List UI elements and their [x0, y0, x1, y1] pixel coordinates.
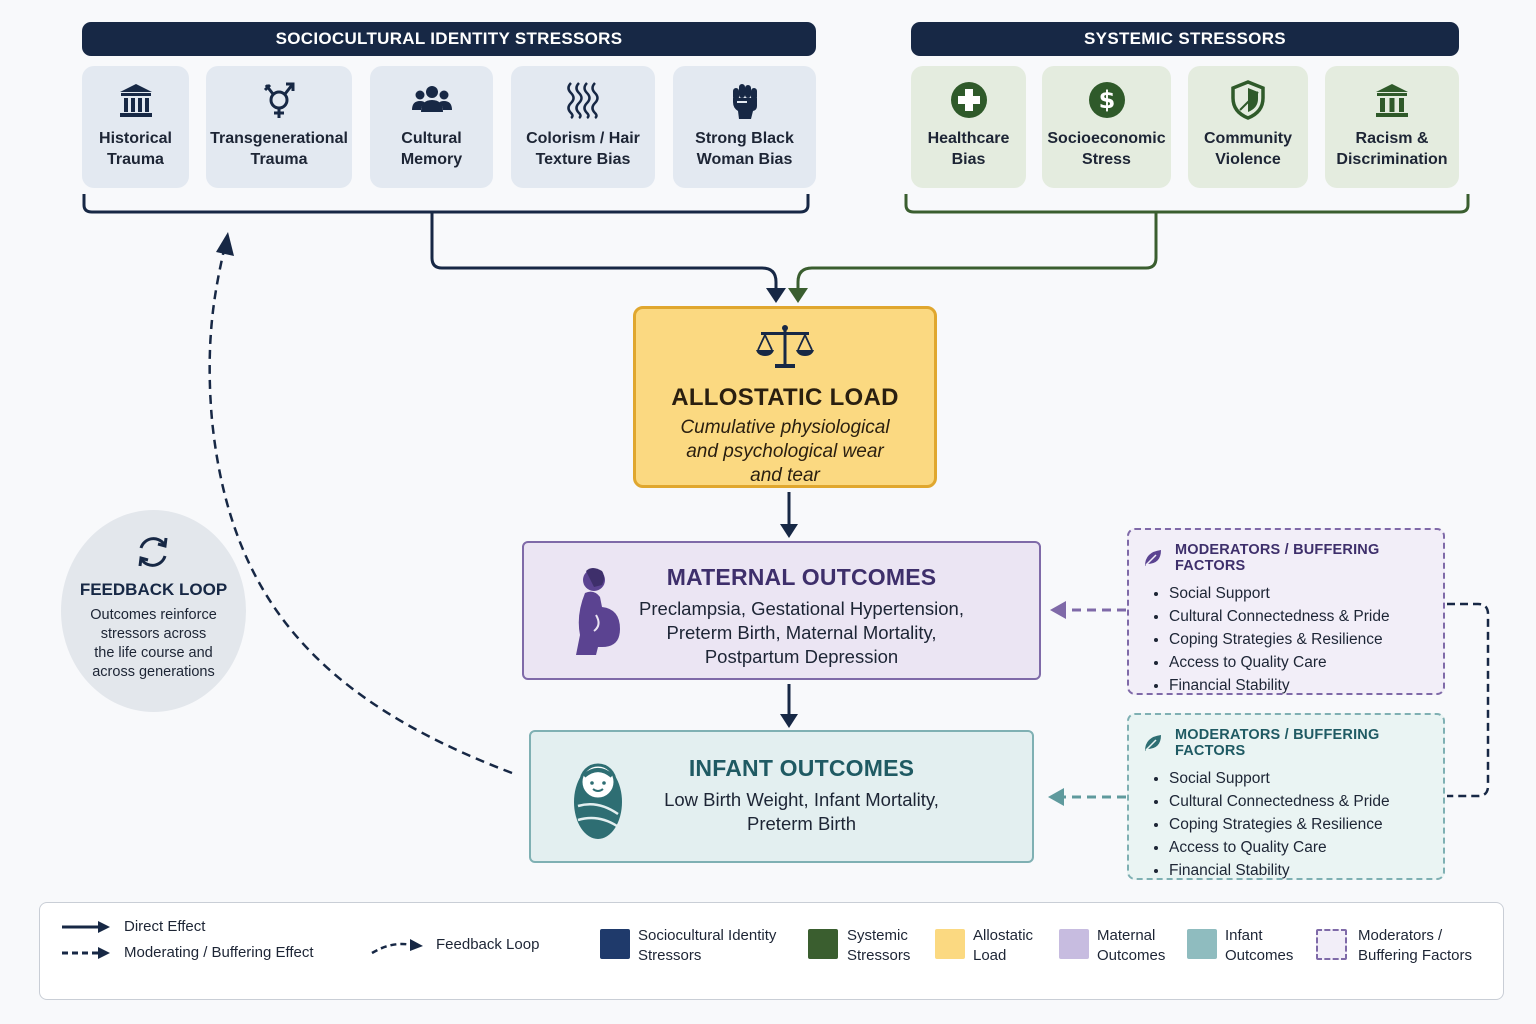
people-group-icon [411, 78, 453, 122]
infant-title: INFANT OUTCOMES [688, 755, 915, 781]
infant-outcomes-box: INFANT OUTCOMES Low Birth Weight, Infant… [529, 730, 1034, 863]
scales-icon [755, 323, 815, 376]
legend-infant-label: Infant Outcomes [1225, 927, 1294, 964]
feedback-loop-curve [208, 249, 513, 775]
card-label: Socioeconomic Stress [1047, 130, 1166, 168]
list-item: Cultural Connectedness & Pride [1169, 790, 1443, 813]
feedback-text: Outcomes reinforce stressors across the … [90, 607, 217, 680]
systemic-header: SYSTEMIC STRESSORS [911, 22, 1459, 56]
feedback-loop-arrow-icon [371, 939, 423, 955]
systemic-bracket [904, 194, 1470, 214]
svg-text:$: $ [1098, 86, 1115, 114]
feedback-title: FEEDBACK LOOP [79, 580, 228, 599]
swatch-allostatic [935, 929, 965, 959]
moderating-effect-arrow-icon [62, 947, 110, 959]
moderators-list: Social Support Cultural Connectedness & … [1143, 767, 1443, 882]
card-label: Strong Black Woman Bias [695, 130, 794, 168]
sociocultural-to-allostatic-line [430, 212, 778, 292]
card-label: Colorism / Hair Texture Bias [526, 130, 640, 168]
swatch-systemic [808, 929, 838, 959]
moderator-infant-arrowhead [1048, 788, 1064, 806]
sociocultural-header: SOCIOCULTURAL IDENTITY STRESSORS [82, 22, 816, 56]
legend-direct-label: Direct Effect [124, 918, 206, 935]
wavy-hair-icon [563, 78, 603, 122]
card-cultural-memory: Cultural Memory [370, 66, 493, 188]
pregnant-woman-icon [572, 565, 626, 662]
legend-allostatic-label: Allostatic Load [973, 927, 1034, 964]
allostatic-subtitle: Cumulative physiological and psychologic… [680, 417, 890, 486]
moderator-maternal-arrowhead [1050, 601, 1066, 619]
list-item: Access to Quality Care [1169, 836, 1443, 859]
dollar-icon: $ [1087, 78, 1127, 122]
direct-effect-arrow-icon [62, 921, 110, 933]
list-item: Coping Strategies & Resilience [1169, 628, 1443, 651]
legend-systemic-label: Systemic Stressors [847, 927, 911, 964]
allostatic-title: ALLOSTATIC LOAD [671, 384, 899, 411]
card-racism-discrimination: Racism & Discrimination [1325, 66, 1459, 188]
moderator-link-bracket [1447, 602, 1490, 798]
card-healthcare-bias: Healthcare Bias [911, 66, 1026, 188]
list-item: Cultural Connectedness & Pride [1169, 605, 1443, 628]
card-community-violence: Community Violence [1188, 66, 1308, 188]
maternal-text: Preclampsia, Gestational Hypertension, P… [639, 598, 964, 667]
card-colorism-hair-bias: Colorism / Hair Texture Bias [511, 66, 655, 188]
maternal-to-infant-arrowhead [780, 714, 798, 728]
legend-moderating-label: Moderating / Buffering Effect [124, 944, 314, 961]
moderators-title: MODERATORS / BUFFERING FACTORS [1175, 542, 1380, 574]
list-item: Financial Stability [1169, 674, 1443, 697]
courthouse-icon [1372, 78, 1412, 122]
raised-fist-icon [727, 78, 763, 122]
allostatic-load-box: ALLOSTATIC LOAD Cumulative physiological… [633, 306, 937, 488]
legend-sociocultural-label: Sociocultural Identity Stressors [638, 927, 777, 964]
swatch-moderators [1316, 929, 1347, 960]
refresh-cycle-icon [133, 532, 173, 577]
card-label: Cultural Memory [400, 130, 463, 168]
legend-moderators-label: Moderators / Buffering Factors [1358, 927, 1472, 964]
shield-icon [1230, 78, 1266, 122]
systemic-to-allostatic-line [796, 212, 1158, 292]
card-strong-black-woman-bias: Strong Black Woman Bias [673, 66, 816, 188]
moderators-maternal-box: MODERATORS / BUFFERING FACTORS Social Su… [1127, 528, 1445, 695]
list-item: Financial Stability [1169, 859, 1443, 882]
legend: Direct Effect Moderating / Buffering Eff… [39, 902, 1504, 1000]
sociocultural-arrowhead [766, 288, 786, 303]
card-historical-trauma: Historical Trauma [82, 66, 189, 188]
maternal-outcomes-box: MATERNAL OUTCOMES Preclampsia, Gestation… [522, 541, 1041, 680]
card-label: Community Violence [1204, 130, 1292, 168]
list-item: Coping Strategies & Resilience [1169, 813, 1443, 836]
swatch-sociocultural [600, 929, 630, 959]
bank-icon [116, 78, 156, 122]
feedback-loop-circle: FEEDBACK LOOP Outcomes reinforce stresso… [61, 510, 246, 712]
swaddled-baby-icon [573, 756, 623, 845]
leaf-icon [1143, 548, 1163, 568]
gender-symbol-icon [259, 78, 299, 122]
infant-text: Low Birth Weight, Infant Mortality, Pret… [664, 789, 939, 834]
card-label: Transgenerational Trauma [210, 130, 348, 168]
moderators-list: Social Support Cultural Connectedness & … [1143, 582, 1443, 697]
legend-feedback-label: Feedback Loop [436, 936, 540, 953]
medical-cross-icon [949, 78, 989, 122]
moderators-infant-box: MODERATORS / BUFFERING FACTORS Social Su… [1127, 713, 1445, 880]
swatch-maternal [1059, 929, 1089, 959]
card-label: Historical Trauma [99, 130, 172, 168]
systemic-arrowhead [788, 288, 808, 303]
card-transgenerational-trauma: Transgenerational Trauma [206, 66, 352, 188]
feedback-loop-arrowhead [216, 232, 234, 256]
legend-maternal-label: Maternal Outcomes [1097, 927, 1166, 964]
list-item: Social Support [1169, 582, 1443, 605]
leaf-icon [1143, 733, 1163, 753]
moderators-title: MODERATORS / BUFFERING FACTORS [1175, 727, 1380, 759]
allostatic-to-maternal-arrowhead [780, 524, 798, 538]
card-label: Racism & Discrimination [1336, 130, 1448, 168]
list-item: Social Support [1169, 767, 1443, 790]
maternal-title: MATERNAL OUTCOMES [666, 564, 937, 590]
swatch-infant [1187, 929, 1217, 959]
sociocultural-bracket [82, 194, 810, 214]
card-label: Healthcare Bias [927, 130, 1010, 168]
card-socioeconomic-stress: $ Socioeconomic Stress [1042, 66, 1171, 188]
list-item: Access to Quality Care [1169, 651, 1443, 674]
